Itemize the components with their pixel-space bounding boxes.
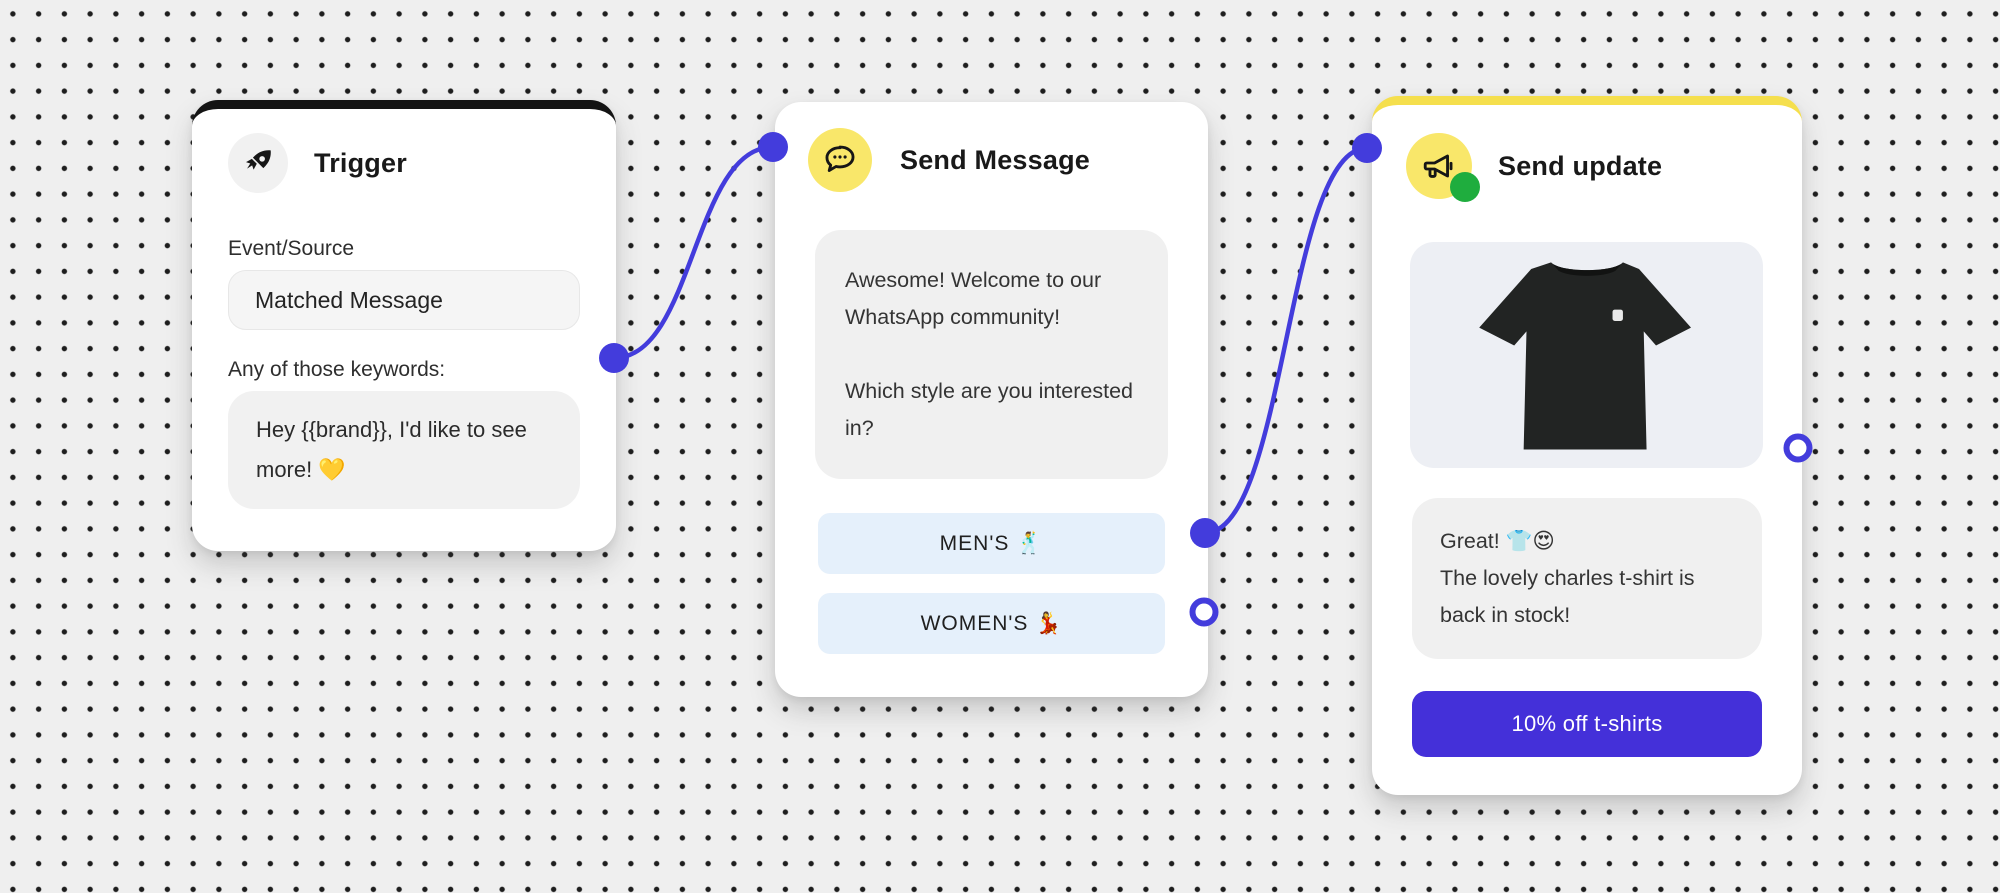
edge-trigger-to-send-message[interactable] (613, 144, 774, 361)
keywords-value: Hey {{brand}}, I'd like to see more! 💛 (256, 417, 527, 482)
status-dot (1450, 172, 1480, 202)
node-title-trigger: Trigger (314, 147, 407, 178)
node-trigger[interactable]: Trigger Event/Source Matched Message Any… (192, 100, 616, 551)
send-update-bubble: Great! 👕😍 The lovely charles t-shirt is … (1412, 498, 1762, 659)
chat-bubble-icon (808, 128, 872, 192)
message-paragraph-1: Awesome! Welcome to our WhatsApp communi… (845, 268, 1102, 329)
node-title-send-message: Send Message (900, 144, 1090, 175)
rocket-icon (228, 133, 288, 193)
message-paragraph-2: Which style are you interested in? (845, 379, 1133, 440)
product-image (1410, 242, 1763, 468)
send-message-bubble: Awesome! Welcome to our WhatsApp communi… (815, 230, 1168, 479)
event-source-label: Event/Source (228, 237, 355, 260)
update-line-2: The lovely charles t-shirt is back in st… (1440, 566, 1695, 627)
node-title-send-update: Send update (1498, 150, 1663, 181)
trigger-header: Trigger (192, 109, 616, 193)
megaphone-icon (1406, 133, 1480, 202)
keywords-label: Any of those keywords: (228, 358, 446, 381)
update-line-1: Great! 👕😍 (1440, 529, 1555, 553)
choice-button-mens[interactable]: MEN'S 🕺 (818, 513, 1165, 574)
event-source-input[interactable]: Matched Message (228, 270, 580, 330)
node-send-update[interactable]: Send update Great! 👕😍 The lovely charles… (1372, 96, 1802, 795)
cta-button-discount[interactable]: 10% off t-shirts (1412, 691, 1762, 757)
edge-mens-to-send-update[interactable] (1204, 145, 1368, 536)
choice-button-womens[interactable]: WOMEN'S 💃 (818, 593, 1165, 654)
node-send-message[interactable]: Send Message Awesome! Welcome to our Wha… (775, 102, 1208, 697)
tshirt-image (1478, 262, 1691, 450)
trigger-body: Event/Source Matched Message Any of thos… (192, 237, 616, 509)
send-message-header: Send Message (775, 102, 1208, 192)
event-source-value: Matched Message (255, 286, 443, 313)
keywords-input[interactable]: Hey {{brand}}, I'd like to see more! 💛 (228, 391, 580, 509)
send-update-header: Send update (1372, 105, 1802, 202)
